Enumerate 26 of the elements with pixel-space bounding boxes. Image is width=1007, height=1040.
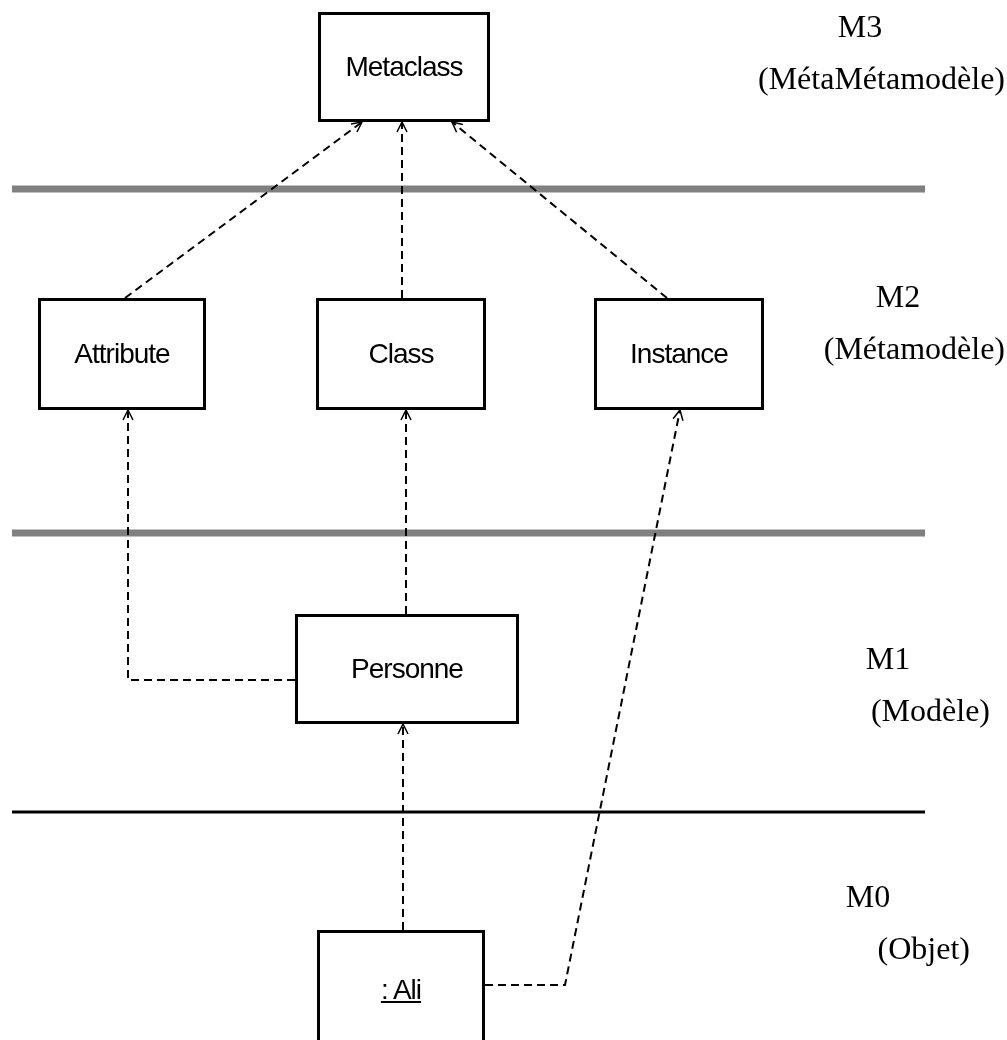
dependency-arrow [396, 121, 408, 299]
level-label: M0 [844, 880, 892, 912]
level-description: (Modèle) [869, 694, 990, 726]
dependency-arrow [451, 121, 668, 299]
class-name: Attribute [74, 337, 170, 371]
level-label: M3 [836, 10, 884, 42]
dependency-arrow [124, 121, 363, 299]
class-name: Personne [351, 652, 463, 686]
dependency-arrow [484, 409, 684, 986]
dependency-arrow [122, 409, 296, 681]
class-box [38, 298, 206, 410]
class-box [295, 614, 519, 724]
level-label: M2 [874, 280, 922, 312]
dependency-arrow [397, 723, 409, 931]
class-name: Instance [630, 337, 728, 371]
class-box [316, 298, 486, 410]
class-name: Metaclass [345, 50, 463, 84]
level-description: (Objet) [876, 932, 970, 964]
class-box [317, 930, 485, 1040]
level-label: M1 [864, 642, 912, 674]
class-name: Class [368, 337, 434, 371]
dependency-arrow [400, 409, 412, 615]
level-description: (MétaMétamodèle) [757, 62, 1005, 94]
class-box [594, 298, 764, 410]
class-box [318, 12, 490, 122]
object-name: : Ali [380, 973, 422, 1007]
